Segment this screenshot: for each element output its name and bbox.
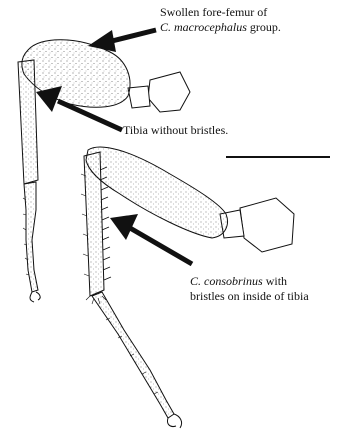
label-consobrinus: C. consobrinus with bristles on inside o…	[190, 274, 309, 304]
femur-2	[86, 147, 227, 238]
label-tibia-without-bristles: Tibia without bristles.	[123, 123, 228, 138]
label-consobrinus-line1-rest: with	[263, 274, 287, 288]
trochanter-1	[128, 86, 150, 108]
tibia-2	[84, 152, 104, 296]
coxa-2	[240, 198, 294, 252]
label-swollen-femur-line2-rest: group.	[247, 20, 281, 34]
tarsus-1	[24, 182, 38, 292]
label-consobrinus-line2: bristles on inside of tibia	[190, 289, 309, 304]
label-tibia-text: Tibia without bristles.	[123, 123, 228, 137]
species-name-macrocephalus: C. macrocephalus	[160, 20, 247, 34]
tibia-1	[18, 60, 38, 184]
label-swollen-femur-line2: C. macrocephalus group.	[160, 20, 281, 35]
species-name-consobrinus: C. consobrinus	[190, 274, 263, 288]
claw-1	[30, 292, 40, 302]
label-swollen-femur: Swollen fore-femur of C. macrocephalus g…	[160, 5, 281, 35]
label-swollen-femur-line1: Swollen fore-femur of	[160, 5, 281, 20]
coxa-1	[148, 72, 190, 112]
label-consobrinus-line1: C. consobrinus with	[190, 274, 309, 289]
tarsus-2	[92, 292, 174, 418]
